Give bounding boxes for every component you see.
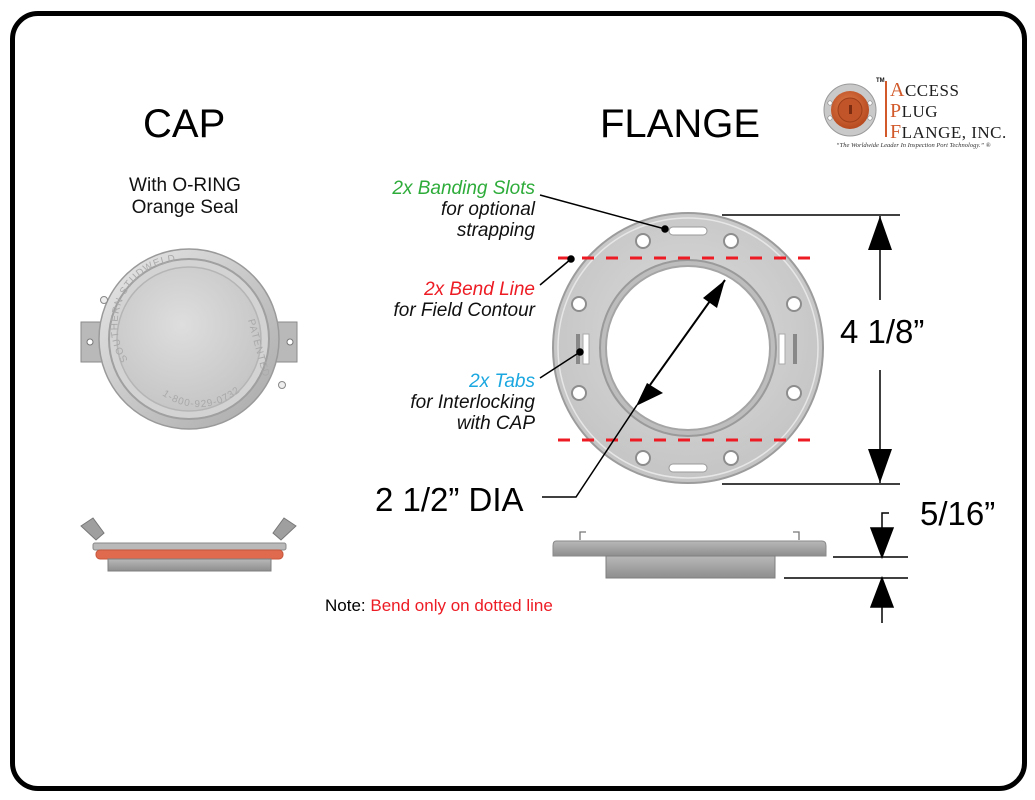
callout-banding-slots-title: 2x Banding Slots — [392, 178, 535, 199]
callout-bend-line-title: 2x Bend Line — [424, 279, 535, 300]
logo-trademark: TM — [876, 78, 885, 84]
flange-side-plate — [552, 540, 827, 557]
dimension-thickness: 5/16” — [920, 495, 996, 532]
leader-tabs — [539, 351, 581, 379]
callout-banding-slots-line2: strapping — [456, 220, 535, 241]
leader-bend-line — [539, 258, 572, 286]
logo-initial-f: F — [890, 121, 902, 143]
bolt-hole — [723, 233, 739, 249]
callout-bend-line-line1: for Field Contour — [393, 300, 535, 321]
logo-tagline: “The Worldwide Leader In Inspection Port… — [836, 142, 991, 149]
callout-tabs-line2: with CAP — [456, 413, 535, 434]
logo-name: ACCESS PLUG FLANGE, INC. — [890, 80, 1007, 143]
leader-banding-slots — [539, 194, 666, 230]
bolt-hole — [635, 450, 651, 466]
dimension-outer-height: 4 1/8” — [840, 313, 925, 350]
callout-bend-line: 2x Bend Line for Field Contour — [330, 279, 535, 321]
bend-note-label: Note: — [325, 596, 366, 615]
arrowhead-down — [868, 449, 892, 483]
cap-subtitle: With O-RING Orange Seal — [95, 175, 275, 219]
logo-word-flange: LANGE, INC. — [901, 123, 1007, 142]
banding-slot-bottom — [668, 463, 708, 473]
leader-dot — [661, 225, 669, 233]
flange-side-tab — [793, 531, 800, 540]
bolt-hole — [723, 450, 739, 466]
cap-side-right-tab — [272, 517, 297, 541]
cap-subtitle-line2: Orange Seal — [131, 197, 239, 218]
arrowhead — [703, 280, 725, 308]
thickness-dimension — [784, 512, 908, 623]
arrowhead-down — [869, 527, 895, 560]
callout-tabs: 2x Tabs for Interlocking with CAP — [330, 371, 535, 434]
arrowhead — [636, 383, 663, 406]
bolt-hole — [635, 233, 651, 249]
cap-right-tab — [274, 321, 298, 363]
company-logo: TM ACCESS PLUG FLANGE, INC. “The Worldwi… — [822, 78, 1022, 153]
bolt-hole — [786, 385, 802, 401]
flange-side-collar — [605, 555, 776, 579]
callout-banding-slots: 2x Banding Slots for optional strapping — [330, 178, 535, 241]
arrowhead-up — [869, 575, 895, 608]
logo-divider — [885, 81, 887, 137]
cap-heading: CAP — [143, 102, 226, 146]
bolt-hole — [786, 296, 802, 312]
cap-rivet — [100, 296, 108, 304]
cap-face — [116, 266, 262, 412]
bolt-hole — [571, 296, 587, 312]
flange-outer-highlight — [557, 217, 819, 479]
logo-word-plug: LUG — [901, 102, 939, 121]
cap-rivet — [278, 381, 286, 389]
arrowhead-up — [868, 216, 892, 250]
cap-subtitle-line1: With O-RING — [129, 175, 241, 196]
logo-flange-icon — [823, 83, 877, 137]
logo-initial-a: A — [890, 79, 905, 101]
flange-bolt-holes — [571, 233, 802, 466]
leader-diameter — [542, 404, 638, 498]
leader-dot — [567, 255, 575, 263]
dimension-inner-diameter: 2 1/2” DIA — [375, 481, 524, 518]
callout-tabs-line1: for Interlocking — [410, 392, 535, 413]
logo-initial-p: P — [890, 100, 902, 122]
flange-side-tab — [579, 531, 586, 540]
callout-banding-slots-line1: for optional — [440, 199, 535, 220]
cap-side-body — [107, 558, 272, 572]
flange-heading: FLANGE — [600, 102, 761, 146]
height-dimension — [722, 214, 900, 485]
flange-tab-right — [778, 333, 797, 365]
banding-slot-top — [668, 226, 708, 236]
bend-note: Note: Bend only on dotted line — [325, 596, 553, 616]
logo-word-access: CCESS — [904, 81, 960, 100]
bend-note-text: Bend only on dotted line — [370, 596, 553, 615]
cap-side-left-tab — [80, 517, 105, 541]
diameter-arrow — [542, 279, 726, 498]
leader-dot — [576, 348, 584, 356]
callout-tabs-title: 2x Tabs — [469, 371, 535, 392]
bolt-hole — [571, 385, 587, 401]
